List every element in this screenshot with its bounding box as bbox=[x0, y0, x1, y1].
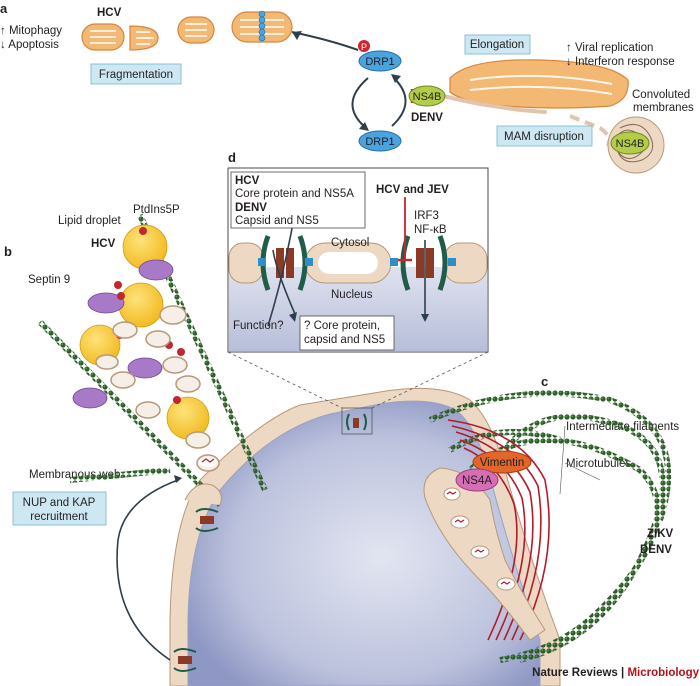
apoptosis-label: ↓ Apoptosis bbox=[0, 39, 59, 51]
convoluted-label-2: membranes bbox=[633, 102, 694, 114]
panel-a: a HCV ↑ Mitophagy ↓ Apoptosis Fragmentat… bbox=[0, 1, 694, 174]
microtubule-b3 bbox=[69, 467, 171, 483]
footer: Nature Reviews | Microbiology bbox=[532, 667, 699, 679]
double-membrane-vesicles bbox=[95, 305, 220, 472]
cycle-arrow-down bbox=[351, 77, 369, 129]
footer-section: Microbiology bbox=[627, 667, 699, 679]
fragmented-mitochondrion-1 bbox=[81, 23, 125, 51]
hcv-label-a: HCV bbox=[97, 7, 122, 19]
microtubules-c bbox=[428, 390, 672, 663]
convoluted-label-1: Convoluted bbox=[632, 89, 690, 101]
cycle-arrow-up bbox=[391, 77, 407, 127]
nuclear-pore-2 bbox=[390, 235, 456, 291]
panel-label-d: d bbox=[228, 150, 236, 165]
septin-9 bbox=[72, 259, 174, 409]
import-arrow bbox=[272, 249, 296, 315]
footer-sep: | bbox=[618, 667, 628, 679]
nup-kap-label-2: recruitment bbox=[30, 511, 88, 523]
septin-label: Septin 9 bbox=[28, 274, 70, 286]
drp1-top-label: DRP1 bbox=[365, 56, 394, 68]
vimentin bbox=[472, 450, 532, 474]
d-hcv: HCV bbox=[235, 175, 260, 187]
panel-d-question-box bbox=[299, 315, 395, 351]
denv-label-c: DENV bbox=[640, 544, 672, 556]
d-hcv-text: Core protein and NS5A bbox=[235, 188, 354, 200]
panel-label-a: a bbox=[0, 1, 8, 16]
fragmentation-label: Fragmentation bbox=[99, 69, 173, 81]
d-nucleus: Nucleus bbox=[331, 289, 373, 301]
nuclear-pore-1 bbox=[258, 235, 313, 291]
ns4b-left-label: NS4B bbox=[413, 91, 442, 103]
nucleus-pore-bottom bbox=[173, 648, 197, 672]
elongation-label: Elongation bbox=[470, 39, 524, 51]
panel-b: b Lipid droplet PtdIns5P HCV Septin 9 Me… bbox=[4, 204, 268, 672]
d-question-2: capsid and NS5 bbox=[304, 334, 385, 346]
fission-arrow-head bbox=[292, 31, 302, 40]
panel-d: d bbox=[227, 150, 489, 435]
zoom-box bbox=[341, 407, 373, 435]
panel-c: c Intermediate filaments Microtubules bbox=[423, 374, 679, 663]
zikv-label: ZIKV bbox=[647, 528, 674, 540]
interferon-label: ↓ Interferon response bbox=[566, 56, 675, 68]
denv-label-a: DENV bbox=[411, 112, 443, 124]
drp1-bottom-label: DRP1 bbox=[365, 136, 394, 148]
replication-vesicle bbox=[199, 457, 217, 467]
ptdins-label: PtdIns5P bbox=[133, 204, 180, 216]
mam-label: MAM disruption bbox=[504, 131, 584, 143]
d-cytosol: Cytosol bbox=[331, 237, 369, 249]
zoomed-pore bbox=[346, 413, 367, 431]
footer-journal: Nature Reviews bbox=[532, 667, 618, 679]
phospho-badge-label: P bbox=[361, 42, 367, 52]
phospho-badge bbox=[358, 40, 370, 52]
d-function: Function? bbox=[233, 320, 284, 332]
hcv-label-b: HCV bbox=[91, 238, 116, 250]
footer-credit: Nature Reviews | Microbiology bbox=[532, 667, 699, 679]
mam-box bbox=[496, 125, 593, 147]
zoom-line-left bbox=[227, 351, 343, 409]
panel-d-viral-box bbox=[230, 171, 366, 229]
vimentin-label: Vimentin bbox=[480, 457, 525, 469]
ns4b-left bbox=[408, 85, 446, 107]
drp1-unphosphorylated bbox=[358, 130, 402, 152]
microtubules-label: Microtubules bbox=[566, 458, 631, 470]
fragmentation-box bbox=[90, 63, 182, 85]
ns4b-right bbox=[610, 131, 650, 155]
panel-label-c: c bbox=[541, 374, 548, 389]
d-hcv-jev: HCV and JEV bbox=[376, 184, 449, 196]
panel-label-b: b bbox=[4, 244, 12, 259]
nup-kap-box bbox=[12, 491, 107, 526]
d-question-1: ? Core protein, bbox=[304, 320, 380, 332]
fragmented-mitochondrion-2 bbox=[129, 25, 159, 51]
nuclear-envelope-segments bbox=[228, 242, 488, 284]
d-nfkb: NF-κB bbox=[414, 224, 447, 236]
nup-kap-label-1: NUP and KAP bbox=[23, 497, 96, 509]
er-tubule bbox=[441, 94, 547, 114]
drp1-phosphorylated bbox=[358, 50, 402, 72]
nucleus-pore-left bbox=[195, 508, 219, 532]
lipid-droplet-label: Lipid droplet bbox=[58, 215, 121, 227]
d-denv-text: Capsid and NS5 bbox=[235, 215, 319, 227]
recruitment-arrow bbox=[116, 479, 179, 661]
d-irf3: IRF3 bbox=[414, 210, 439, 222]
ns4a-label: NS4A bbox=[462, 475, 492, 487]
mitophagy-label: ↑ Mitophagy bbox=[0, 25, 62, 37]
fission-arrow bbox=[291, 31, 359, 51]
elongation-box bbox=[464, 34, 531, 55]
microtubule-b1 bbox=[37, 319, 223, 508]
d-denv: DENV bbox=[235, 202, 267, 214]
ns4a bbox=[455, 468, 499, 492]
ns4b-right-label: NS4B bbox=[616, 138, 645, 150]
viral-replication-label: ↑ Viral replication bbox=[566, 42, 653, 54]
dividing-mitochondrion bbox=[231, 10, 293, 43]
fragmented-mitochondrion-3 bbox=[177, 16, 215, 44]
